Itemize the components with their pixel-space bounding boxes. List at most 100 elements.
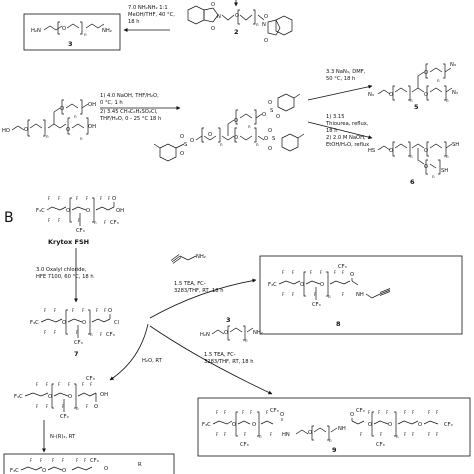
svg-text:SH: SH (452, 142, 459, 148)
svg-text:F: F (62, 404, 65, 409)
svg-text:O: O (264, 38, 268, 44)
svg-text:O: O (280, 412, 284, 418)
svg-text:CF₃: CF₃ (312, 302, 321, 308)
structure-diamine-3-reagent: H₂N O n NH₂ (200, 325, 263, 343)
conditions-amide-8: 1.5 TEA, FC- 3283/THF, RT, 18 h (174, 281, 224, 294)
svg-text:O: O (108, 308, 112, 314)
svg-text:3.0 Oxalyl chloride,: 3.0 Oxalyl chloride, (36, 267, 87, 273)
svg-text:Cl: Cl (114, 320, 119, 326)
svg-text:OH: OH (116, 208, 124, 214)
svg-text:F: F (428, 432, 431, 437)
svg-text:n: n (432, 174, 435, 179)
svg-text:N: N (262, 22, 266, 28)
svg-text:O: O (350, 412, 354, 418)
svg-text:F: F (242, 410, 245, 415)
svg-text:O: O (268, 100, 272, 106)
svg-text:N₃: N₃ (450, 62, 456, 68)
svg-text:H₂N: H₂N (31, 28, 41, 34)
svg-text:S: S (184, 142, 187, 148)
svg-text:50 °C, 18 h: 50 °C, 18 h (326, 76, 355, 82)
structure-hydrolyzed-acid: F F F F F₃C O F F F CF₃ O n F F CF₃ F O … (14, 376, 108, 420)
svg-text:F: F (82, 382, 85, 387)
svg-text:CF₃: CF₃ (60, 414, 69, 420)
svg-text:O: O (300, 282, 304, 288)
label-compound-5: 5 (414, 103, 419, 111)
svg-text:O: O (268, 146, 272, 152)
svg-text:CF₃: CF₃ (76, 228, 85, 234)
svg-text:F: F (404, 410, 407, 415)
svg-text:F: F (282, 270, 285, 275)
svg-text:NH₂: NH₂ (196, 254, 206, 260)
svg-text:HS: HS (368, 148, 375, 154)
svg-text:CF₃: CF₃ (444, 422, 453, 428)
svg-text:n: n (259, 434, 262, 439)
svg-text:F: F (282, 292, 285, 297)
svg-text:O: O (262, 112, 266, 118)
svg-text:O: O (104, 466, 108, 472)
svg-text:HO: HO (2, 128, 10, 134)
svg-text:O: O (224, 330, 228, 336)
svg-text:F: F (292, 270, 295, 275)
svg-text:F: F (360, 432, 363, 437)
svg-text:OH: OH (88, 124, 96, 130)
svg-text:CF₃: CF₃ (270, 408, 279, 414)
reaction-arrow-hydrolysis (109, 323, 149, 381)
svg-text:O: O (48, 394, 52, 400)
reaction-arrow-to-8 (149, 278, 257, 319)
svg-text:O: O (62, 468, 66, 474)
svg-text:n: n (74, 114, 77, 119)
svg-text:F: F (380, 432, 383, 437)
svg-text:F: F (266, 410, 269, 415)
svg-text:F: F (46, 404, 49, 409)
svg-text:O: O (368, 422, 372, 428)
svg-text:R: R (138, 462, 142, 468)
svg-text:F: F (52, 458, 55, 463)
svg-text:N₃: N₃ (368, 92, 374, 98)
svg-text:F: F (104, 220, 107, 225)
svg-text:7.0 NH₂NH₂ 1:1: 7.0 NH₂NH₂ 1:1 (128, 5, 168, 11)
svg-text:3283/THF, RT, 18 h: 3283/THF, RT, 18 h (204, 359, 254, 365)
svg-text:3283/THF, RT, 18 h: 3283/THF, RT, 18 h (174, 288, 224, 294)
svg-text:MeOH/THF, 40 °C,: MeOH/THF, 40 °C, (128, 12, 175, 18)
svg-text:n: n (410, 98, 413, 103)
svg-text:O: O (308, 430, 312, 436)
svg-text:n: n (410, 154, 413, 159)
svg-text:18 h: 18 h (128, 19, 140, 25)
svg-text:F: F (46, 382, 49, 387)
product-box-salt (3, 453, 175, 474)
svg-text:SH: SH (441, 168, 448, 174)
svg-text:F: F (386, 410, 389, 415)
svg-text:O: O (62, 320, 66, 326)
svg-text:F: F (412, 410, 415, 415)
structure-diol-start: HO O n O n O n OH OH (2, 99, 96, 141)
svg-text:O: O (268, 128, 272, 134)
svg-text:O: O (82, 320, 86, 326)
svg-text:F: F (216, 410, 219, 415)
conditions-amine-salt: N-(R)₃, RT (50, 434, 76, 440)
conditions-hydrolysis: H₂O, RT (142, 358, 163, 364)
svg-text:NH₂: NH₂ (102, 28, 112, 34)
svg-text:F₃C: F₃C (202, 422, 211, 428)
conditions-tosylation: 1) 4.0 NaOH, THF/H₂O, 0 °C, 1 h 2) 3.45 … (99, 93, 161, 122)
svg-text:F: F (84, 458, 87, 463)
structure-carboxylate-salt: F F F₃C O F F O F F CF₃ O R (10, 458, 142, 474)
svg-text:F: F (224, 432, 227, 437)
label-krytox-fsh: Krytox FSH (48, 238, 89, 246)
svg-text:O: O (190, 138, 194, 144)
product-box-compound-9 (197, 397, 471, 457)
svg-text:n: n (248, 124, 251, 129)
structure-bisamide-9: F F F F F₃C O F F F CF₃ O n F CF₃ F O HN… (202, 408, 453, 448)
svg-text:F: F (100, 196, 103, 201)
svg-text:HFE 7100, 60 °C, 18 h: HFE 7100, 60 °C, 18 h (36, 274, 94, 280)
svg-text:2) 2.0 M NaOH,: 2) 2.0 M NaOH, (326, 135, 366, 141)
structure-triazide-5: N₃ O n O n N₃ O n N₃ (368, 62, 458, 103)
svg-text:n: n (80, 136, 83, 141)
svg-text:CF₃: CF₃ (376, 442, 385, 448)
label-compound-6: 6 (410, 178, 415, 186)
svg-text:NH: NH (356, 292, 364, 298)
label-compound-3-reagent: 3 (226, 316, 231, 324)
label-compound-2: 2 (234, 28, 239, 36)
conditions-azidation: 3.3 NaN₃, DMF, 50 °C, 18 h (326, 69, 366, 82)
svg-text:n: n (84, 32, 87, 37)
svg-text:n: n (76, 406, 79, 411)
